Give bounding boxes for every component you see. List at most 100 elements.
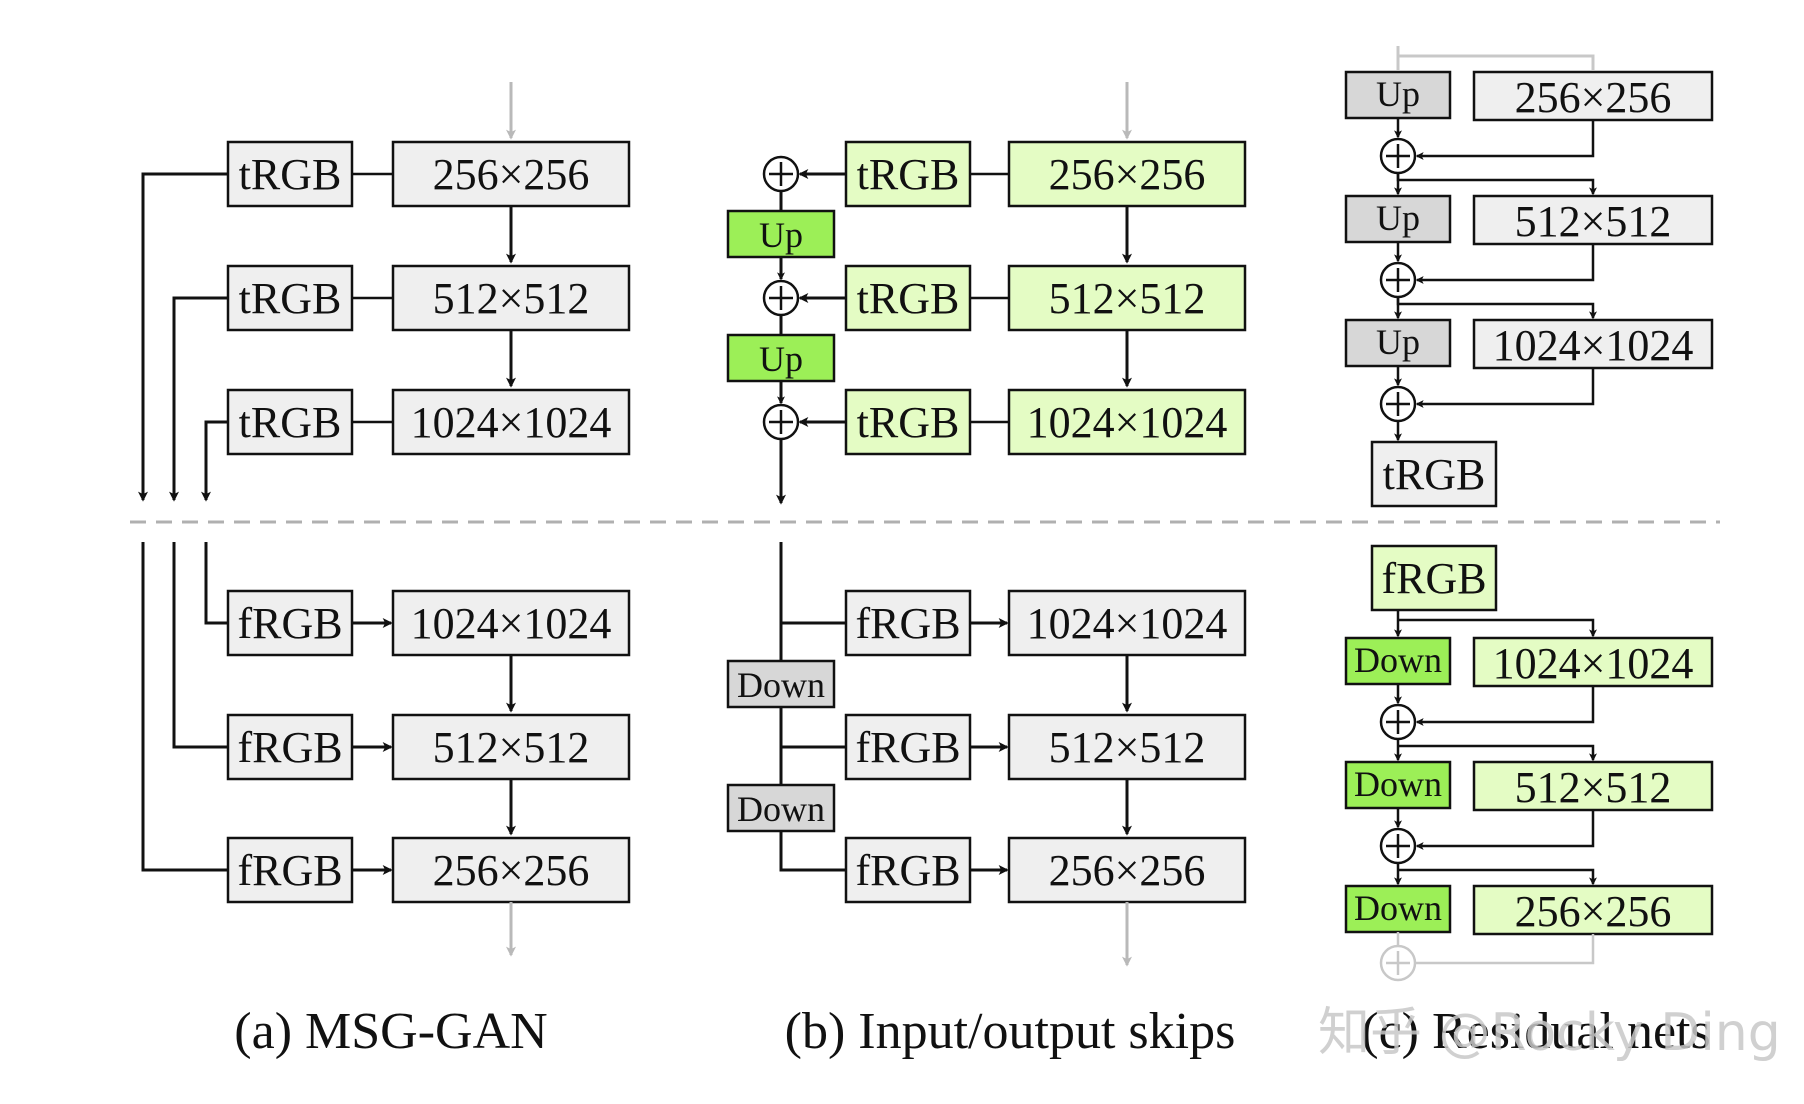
down-box [1344,884,1452,934]
down-box [1344,760,1452,810]
sum-node [1379,261,1417,299]
resolution-label: 1024×1024 [1027,398,1228,447]
panel-a-gen-row-1: tRGB 256×256 [226,140,631,208]
panel-a-dis-row-3: fRGB 256×256 [226,836,631,904]
frgb-box [226,589,354,657]
panel-c-caption: (c) Residual nets [1361,1003,1710,1060]
down-label: Down [1354,764,1442,804]
panel-b-gen-row-2: tRGB 512×512 [844,264,1247,332]
up-label: Up [1376,74,1420,114]
resolution-box [1007,264,1247,332]
resolution-box [1472,70,1714,122]
panel-b-caption: (b) Input/output skips [785,1003,1236,1060]
sum-node [1379,137,1417,175]
panel-c-gen-row-3: Up 1024×1024 [1344,318,1714,370]
sum-node [1379,827,1417,865]
trgb-label: tRGB [857,150,960,199]
resolution-label: 1024×1024 [1493,321,1694,370]
trgb-label: tRGB [857,398,960,447]
sum-node [762,403,800,441]
panel-a-gen-row-2: tRGB 512×512 [226,264,631,332]
resolution-box [1007,388,1247,456]
resolution-label: 256×256 [1049,846,1206,895]
panel-b-dis-row-3: fRGB 256×256 [844,836,1247,904]
resolution-label: 512×512 [1049,723,1206,772]
down-label: Down [1354,640,1442,680]
panel-a-dis-row-1: fRGB 1024×1024 [226,589,631,657]
down-block: Down [726,659,836,709]
trgb-label: tRGB [239,150,342,199]
resolution-box [1472,884,1714,936]
resolution-label: 1024×1024 [1493,639,1694,688]
resolution-label: 1024×1024 [1027,599,1228,648]
panel-c-gen-row-1: Up 256×256 [1344,70,1714,122]
panel-a-caption: (a) MSG-GAN [234,1003,547,1060]
up-label: Up [1376,322,1420,362]
resolution-label: 512×512 [1515,763,1672,812]
up-box [1344,318,1452,368]
resolution-box [391,388,631,456]
sum-node [762,279,800,317]
trgb-box [226,388,354,456]
trgb-label: tRGB [239,274,342,323]
resolution-box [1472,318,1714,370]
frgb-label: fRGB [855,599,960,648]
panel-b-gen-row-1: tRGB 256×256 [844,140,1247,208]
resolution-box [1007,836,1247,904]
panel-b-dis-row-1: fRGB 1024×1024 [844,589,1247,657]
panel-c-dis-row-3: Down 256×256 [1344,884,1714,936]
resolution-label: 512×512 [1049,274,1206,323]
resolution-label: 256×256 [1515,73,1672,122]
up-label: Up [759,215,803,255]
down-block: Down [726,783,836,833]
down-box [1344,636,1452,686]
panel-c: Up 256×256 Up 512×512 Up 1024×1024 [1344,46,1714,1060]
up-box [1344,70,1452,120]
down-label: Down [737,789,825,829]
sum-node [1379,703,1417,741]
panel-b: tRGB 256×256 tRGB 512×512 tRGB 1024×1024 [726,82,1247,1060]
frgb-label: fRGB [237,846,342,895]
trgb-label: tRGB [857,274,960,323]
down-label: Down [737,665,825,705]
frgb-label: fRGB [855,723,960,772]
faded-sum-node [1379,944,1417,982]
resolution-box [1007,713,1247,781]
resolution-label: 1024×1024 [411,599,612,648]
resolution-box [391,713,631,781]
panel-c-gen-row-2: Up 512×512 [1344,194,1714,246]
up-block: Up [726,209,836,259]
resolution-label: 256×256 [433,150,590,199]
trgb-label: tRGB [1383,450,1486,499]
panel-b-gen-row-3: tRGB 1024×1024 [844,388,1247,456]
panel-a-gen-row-3: tRGB 1024×1024 [226,388,631,456]
frgb-input-block: fRGB [1370,544,1498,612]
resolution-label: 256×256 [1515,887,1672,936]
panel-c-dis-row-2: Down 512×512 [1344,760,1714,812]
frgb-label: fRGB [237,723,342,772]
resolution-label: 1024×1024 [411,398,612,447]
panel-c-dis-row-1: Down 1024×1024 [1344,636,1714,688]
resolution-box [391,589,631,657]
resolution-label: 512×512 [1515,197,1672,246]
panel-a: tRGB 256×256 tRGB 512×512 tRGB 1024×1024 [138,82,631,1060]
trgb-output-block: tRGB [1370,440,1498,508]
frgb-label: fRGB [1381,554,1486,603]
panel-a-dis-row-2: fRGB 512×512 [226,713,631,781]
resolution-label: 256×256 [1049,150,1206,199]
resolution-label: 512×512 [433,274,590,323]
trgb-label: tRGB [239,398,342,447]
frgb-label: fRGB [855,846,960,895]
resolution-box [391,836,631,904]
frgb-label: fRGB [237,599,342,648]
resolution-box [1007,140,1247,208]
watermark: 知乎 @Rocky Ding [1318,1003,1781,1063]
resolution-box [1007,589,1247,657]
up-block: Up [726,333,836,383]
resolution-label: 512×512 [433,723,590,772]
sum-node [1379,385,1417,423]
frgb-box [844,836,972,904]
resolution-box [391,264,631,332]
